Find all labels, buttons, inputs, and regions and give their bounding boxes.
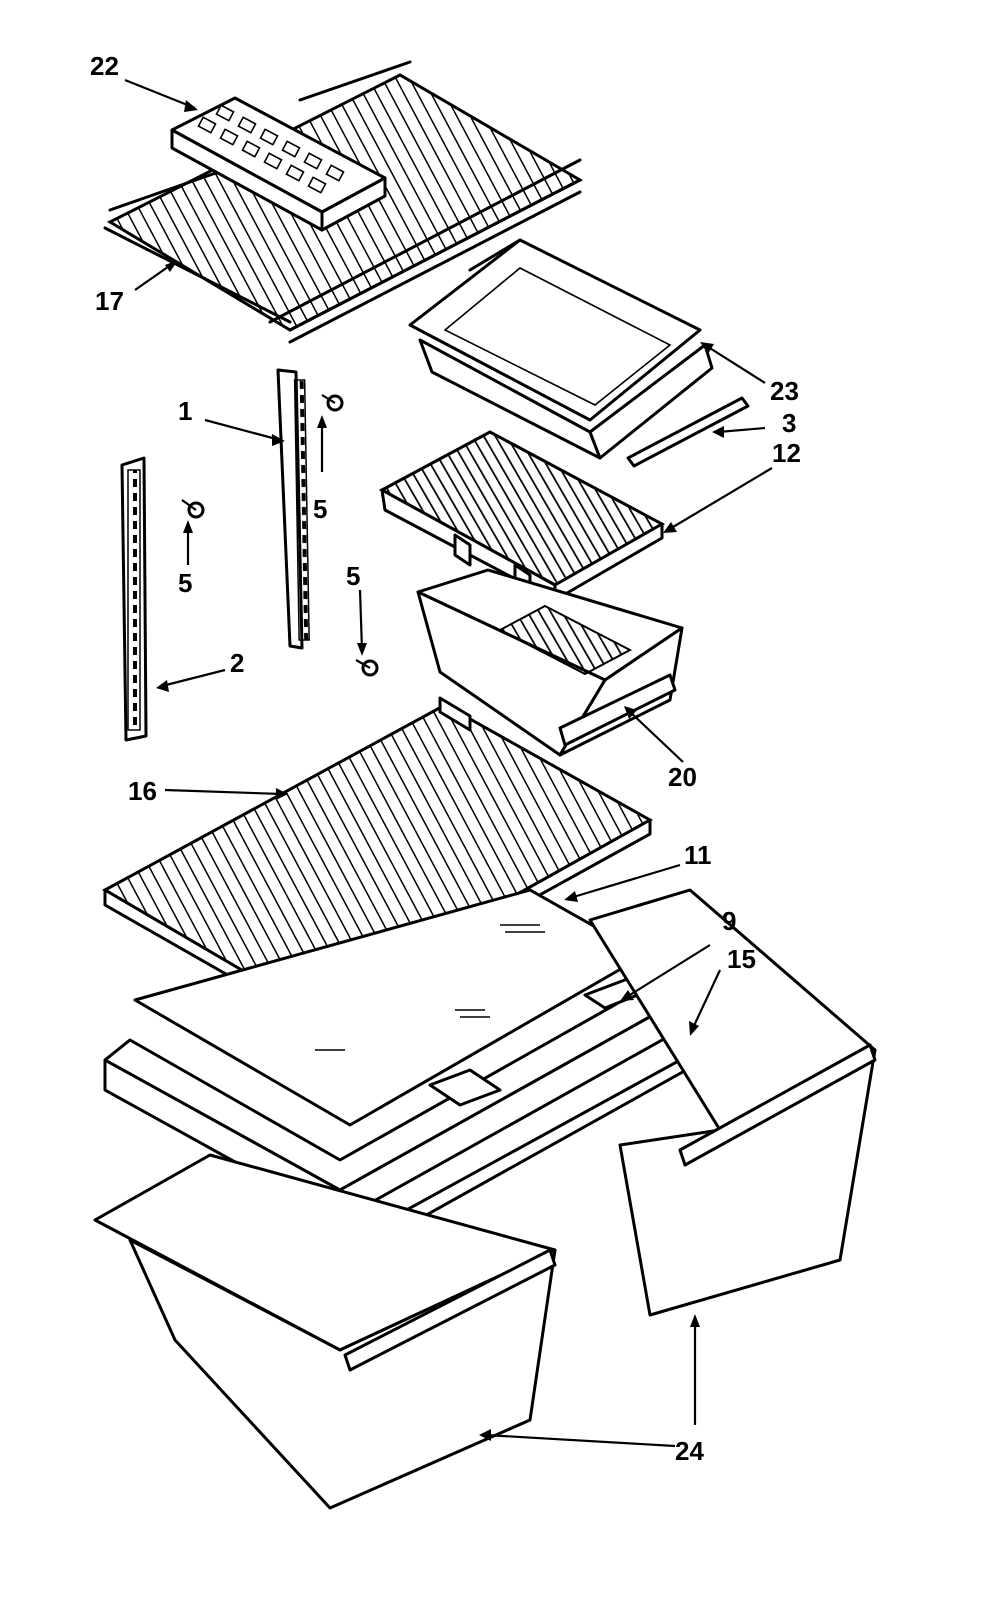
callout-5-left: 5 xyxy=(178,568,192,598)
callout-24: 24 xyxy=(675,1436,704,1466)
callout-2: 2 xyxy=(230,648,244,678)
crisper-drawer-left-part-24 xyxy=(93,1153,557,1510)
callout-15: 15 xyxy=(727,944,756,974)
callout-20: 20 xyxy=(668,762,697,792)
crisper-drawer-right-part-24 xyxy=(588,888,877,1317)
callout-5-upper: 5 xyxy=(313,494,327,524)
callout-1: 1 xyxy=(178,396,192,426)
callout-11: 11 xyxy=(684,840,712,870)
trim-strip-part-3 xyxy=(626,396,750,468)
callout-3: 3 xyxy=(782,408,796,438)
callout-22: 22 xyxy=(90,51,119,81)
callout-17: 17 xyxy=(95,286,124,316)
storage-pan-part-23 xyxy=(408,238,714,460)
shelf-ladder-part-2 xyxy=(120,456,148,742)
callout-16: 16 xyxy=(128,776,157,806)
callout-12: 12 xyxy=(772,438,801,468)
callout-9: 9 xyxy=(722,906,736,936)
shelf-ladder-part-1 xyxy=(276,368,310,650)
egg-bin-part-22 xyxy=(170,96,387,232)
pan-cover-part-12 xyxy=(378,430,666,602)
callout-5-lower: 5 xyxy=(346,561,360,591)
callout-labels: 22 17 1 5 5 5 2 23 3 12 20 16 11 9 15 24 xyxy=(90,51,801,1466)
meat-pan-part-20 xyxy=(416,568,684,757)
leader-lines xyxy=(124,78,773,1448)
screw-part-5 xyxy=(181,394,379,677)
callout-23: 23 xyxy=(770,376,799,406)
